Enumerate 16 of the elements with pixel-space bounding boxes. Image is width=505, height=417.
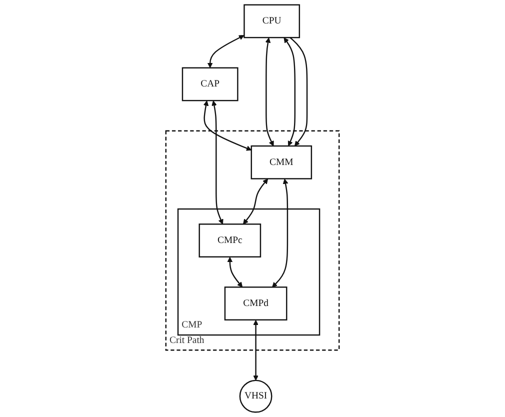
arrow — [290, 37, 308, 146]
arrow — [253, 320, 258, 381]
node-box: CAP — [182, 67, 238, 102]
arrow — [242, 178, 268, 224]
arrow — [203, 100, 252, 151]
arrow — [227, 256, 243, 288]
arrow — [212, 100, 224, 224]
node-box: CMPc — [198, 224, 262, 258]
arrow — [207, 35, 244, 68]
arrow — [265, 38, 274, 146]
node-box: CMPd — [224, 286, 288, 320]
node-box: CMM — [250, 145, 312, 180]
arrow — [284, 38, 296, 146]
node-box: CPU — [244, 4, 300, 38]
arrow — [272, 178, 288, 288]
node-circle: VHSI — [239, 380, 272, 413]
